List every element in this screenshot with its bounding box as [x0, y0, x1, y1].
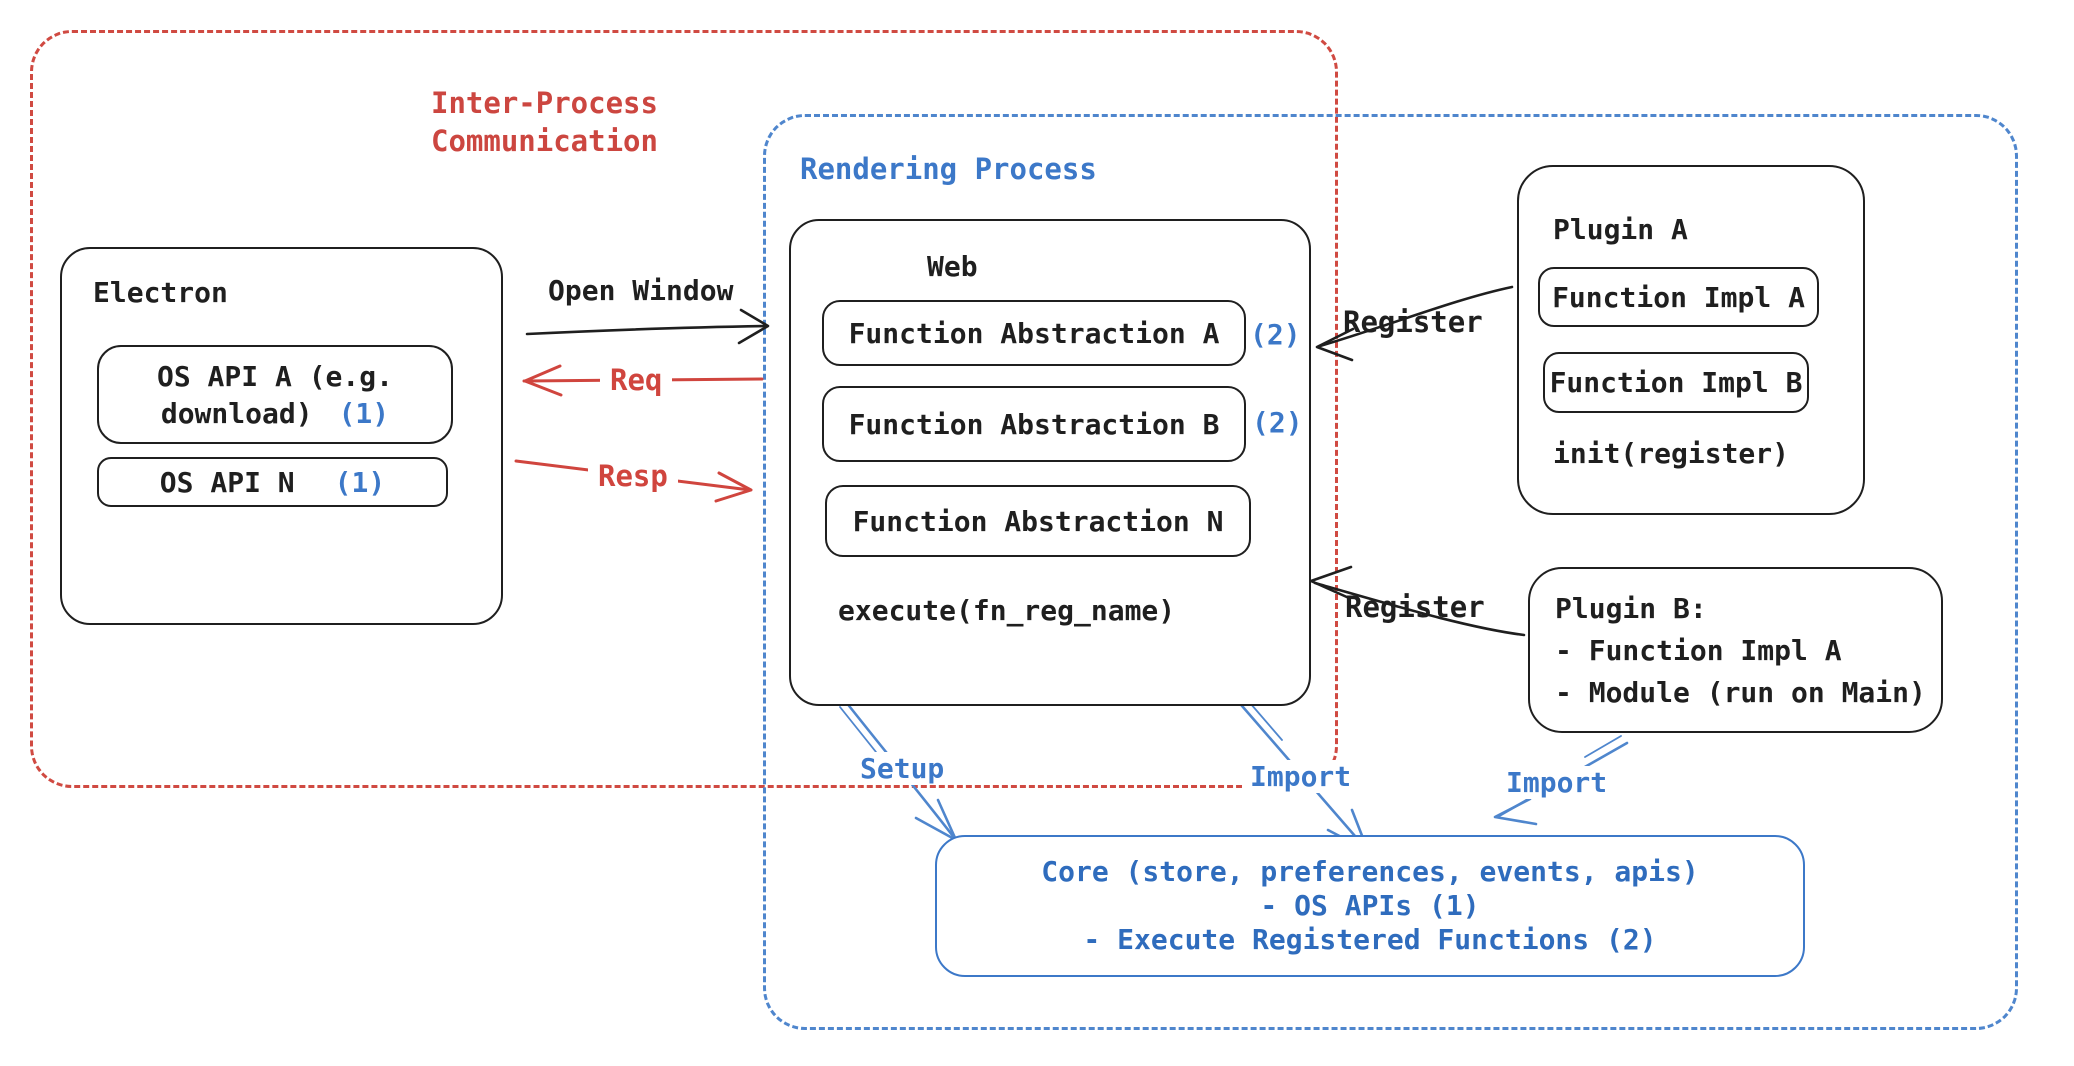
rendering-process-label: Rendering Process	[800, 152, 1097, 186]
plugin-a-box	[1517, 165, 1865, 515]
function-abstraction-a-ref: (2)	[1250, 318, 1301, 351]
function-abstraction-n-box: Function Abstraction N	[825, 485, 1251, 557]
function-abstraction-n-label: Function Abstraction N	[852, 504, 1224, 538]
plugin-b-line1: Plugin B:	[1555, 592, 1707, 625]
os-api-a-ref: (1)	[338, 396, 390, 430]
os-api-n-box: OS API N (1)	[97, 457, 448, 507]
rendering-process-group-box	[763, 114, 2018, 1030]
resp-label: Resp	[588, 459, 678, 493]
core-line3: - Execute Registered Functions (2)	[1083, 923, 1657, 956]
ipc-group-label: Inter-Process Communication	[431, 84, 658, 160]
web-box	[789, 219, 1311, 706]
function-abstraction-b-label: Function Abstraction B	[848, 407, 1220, 441]
register-b-label: Register	[1345, 590, 1485, 624]
core-line1: Core (store, preferences, events, apis)	[1041, 855, 1699, 888]
function-abstraction-b-ref: (2)	[1252, 406, 1303, 439]
function-abstraction-a-box: Function Abstraction A	[822, 300, 1246, 366]
function-impl-b-box: Function Impl B	[1543, 352, 1809, 413]
open-window-label: Open Window	[548, 274, 734, 307]
os-api-a-box: OS API A (e.g. download) (1)	[97, 345, 453, 444]
ipc-group-box	[30, 30, 1338, 788]
execute-label: execute(fn_reg_name)	[838, 594, 1176, 627]
ipc-label-line2: Communication	[431, 124, 658, 158]
function-abstraction-b-box: Function Abstraction B	[822, 386, 1246, 462]
import-plugin-b-label: Import	[1498, 766, 1616, 799]
init-register-label: init(register)	[1553, 437, 1790, 470]
core-box: Core (store, preferences, events, apis) …	[935, 835, 1805, 977]
plugin-b-line3: - Module (run on Main)	[1555, 676, 1926, 709]
function-impl-a-box: Function Impl A	[1538, 267, 1819, 327]
plugin-b-box	[1528, 567, 1943, 733]
core-line2: - OS APIs (1)	[1260, 889, 1480, 922]
os-api-n-ref: (1)	[334, 465, 386, 499]
plugin-b-line2: - Function Impl A	[1555, 634, 1842, 667]
os-api-a-line2: download)	[160, 396, 313, 430]
ipc-label-line1: Inter-Process	[431, 86, 658, 120]
register-a-label: Register	[1343, 305, 1483, 339]
import-web-label: Import	[1242, 760, 1360, 793]
function-impl-a-label: Function Impl A	[1552, 280, 1805, 314]
web-title: Web	[927, 250, 978, 283]
function-impl-b-label: Function Impl B	[1549, 366, 1803, 399]
os-api-a-line1: OS API A (e.g.	[156, 359, 393, 393]
setup-label: Setup	[852, 752, 953, 785]
function-abstraction-a-label: Function Abstraction A	[848, 316, 1220, 350]
plugin-a-title: Plugin A	[1553, 213, 1688, 246]
electron-title: Electron	[93, 276, 228, 309]
req-label: Req	[600, 363, 673, 397]
plugin-b-text: Plugin B: - Function Impl A - Module (ru…	[1555, 588, 1926, 714]
os-api-n-label: OS API N	[159, 465, 295, 499]
